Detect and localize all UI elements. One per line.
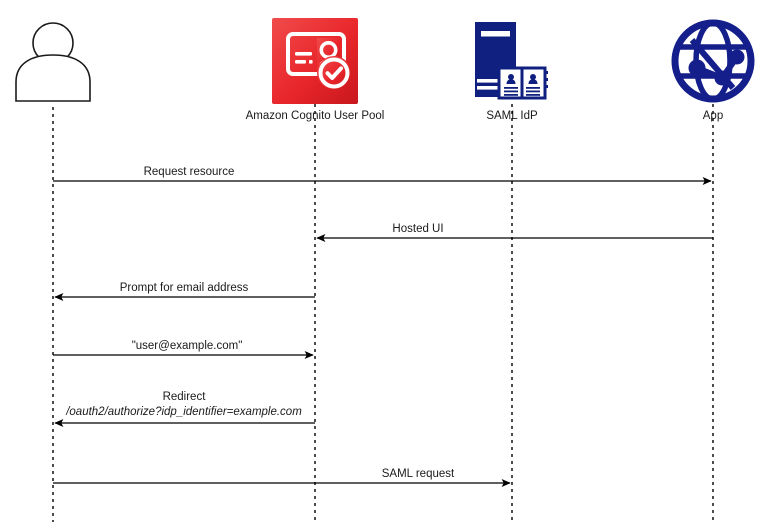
message-saml-request: SAML request <box>53 468 511 488</box>
participant-label-saml-idp: SAML IdP <box>486 110 538 122</box>
message-hosted-ui: Hosted UI <box>316 223 713 243</box>
message-redirect-authorize: Redirect /oauth2/authorize?idp_identifie… <box>54 391 315 428</box>
message-label-request-resource: Request resource <box>144 166 235 178</box>
user-actor-icon <box>15 22 91 102</box>
participant-user <box>15 22 91 102</box>
message-label-saml-request: SAML request <box>382 468 455 480</box>
participant-label-app: App <box>703 110 723 122</box>
message-label-hosted-ui: Hosted UI <box>392 223 443 235</box>
message-label-user-email-entry: "user@example.com" <box>132 340 243 352</box>
message-label-redirect: Redirect <box>163 391 207 403</box>
message-user-email-entry: "user@example.com" <box>53 340 314 360</box>
message-label-prompt-for-email-address: Prompt for email address <box>120 282 249 294</box>
participant-label-cognito: Amazon Cognito User Pool <box>246 110 385 122</box>
lifelines-group <box>52 104 714 522</box>
message-prompt-for-email-address: Prompt for email address <box>54 282 315 302</box>
participant-app: App <box>671 19 755 122</box>
saml-idp-server-directory-icon <box>475 22 548 100</box>
app-globe-network-icon <box>671 19 755 103</box>
participant-saml-idp: SAML IdP <box>475 22 548 122</box>
message-request-resource: Request resource <box>53 166 712 186</box>
amazon-cognito-user-pool-icon <box>272 18 358 104</box>
message-label-redirect-url: /oauth2/authorize?idp_identifier=example… <box>65 406 302 418</box>
participant-cognito: Amazon Cognito User Pool <box>246 18 385 122</box>
